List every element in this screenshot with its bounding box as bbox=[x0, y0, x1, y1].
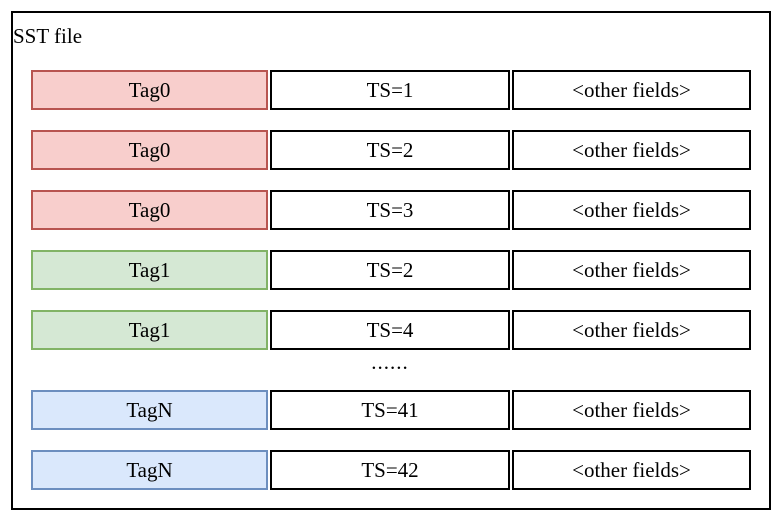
record-row: Tag1 TS=4 <other fields> bbox=[0, 310, 784, 350]
timestamp-cell: TS=3 bbox=[270, 190, 510, 230]
timestamp-cell: TS=42 bbox=[270, 450, 510, 490]
timestamp-cell: TS=41 bbox=[270, 390, 510, 430]
tag-cell: Tag0 bbox=[31, 70, 268, 110]
timestamp-cell: TS=2 bbox=[270, 130, 510, 170]
tag-cell: Tag1 bbox=[31, 250, 268, 290]
other-fields-cell: <other fields> bbox=[512, 70, 751, 110]
tag-cell: TagN bbox=[31, 450, 268, 490]
sst-file-title: SST file bbox=[13, 24, 83, 48]
other-fields-cell: <other fields> bbox=[512, 390, 751, 430]
ellipsis-rows-indicator: ...... bbox=[371, 349, 409, 374]
timestamp-cell: TS=4 bbox=[270, 310, 510, 350]
other-fields-cell: <other fields> bbox=[512, 130, 751, 170]
other-fields-cell: <other fields> bbox=[512, 310, 751, 350]
tag-cell: TagN bbox=[31, 390, 268, 430]
record-row: Tag0 TS=3 <other fields> bbox=[0, 190, 784, 230]
record-row: TagN TS=42 <other fields> bbox=[0, 450, 784, 490]
record-row: Tag1 TS=2 <other fields> bbox=[0, 250, 784, 290]
timestamp-cell: TS=1 bbox=[270, 70, 510, 110]
timestamp-cell: TS=2 bbox=[270, 250, 510, 290]
other-fields-cell: <other fields> bbox=[512, 250, 751, 290]
record-row: TagN TS=41 <other fields> bbox=[0, 390, 784, 430]
other-fields-cell: <other fields> bbox=[512, 450, 751, 490]
tag-cell: Tag0 bbox=[31, 130, 268, 170]
tag-cell: Tag1 bbox=[31, 310, 268, 350]
tag-cell: Tag0 bbox=[31, 190, 268, 230]
record-row: Tag0 TS=1 <other fields> bbox=[0, 70, 784, 110]
other-fields-cell: <other fields> bbox=[512, 190, 751, 230]
record-row: Tag0 TS=2 <other fields> bbox=[0, 130, 784, 170]
